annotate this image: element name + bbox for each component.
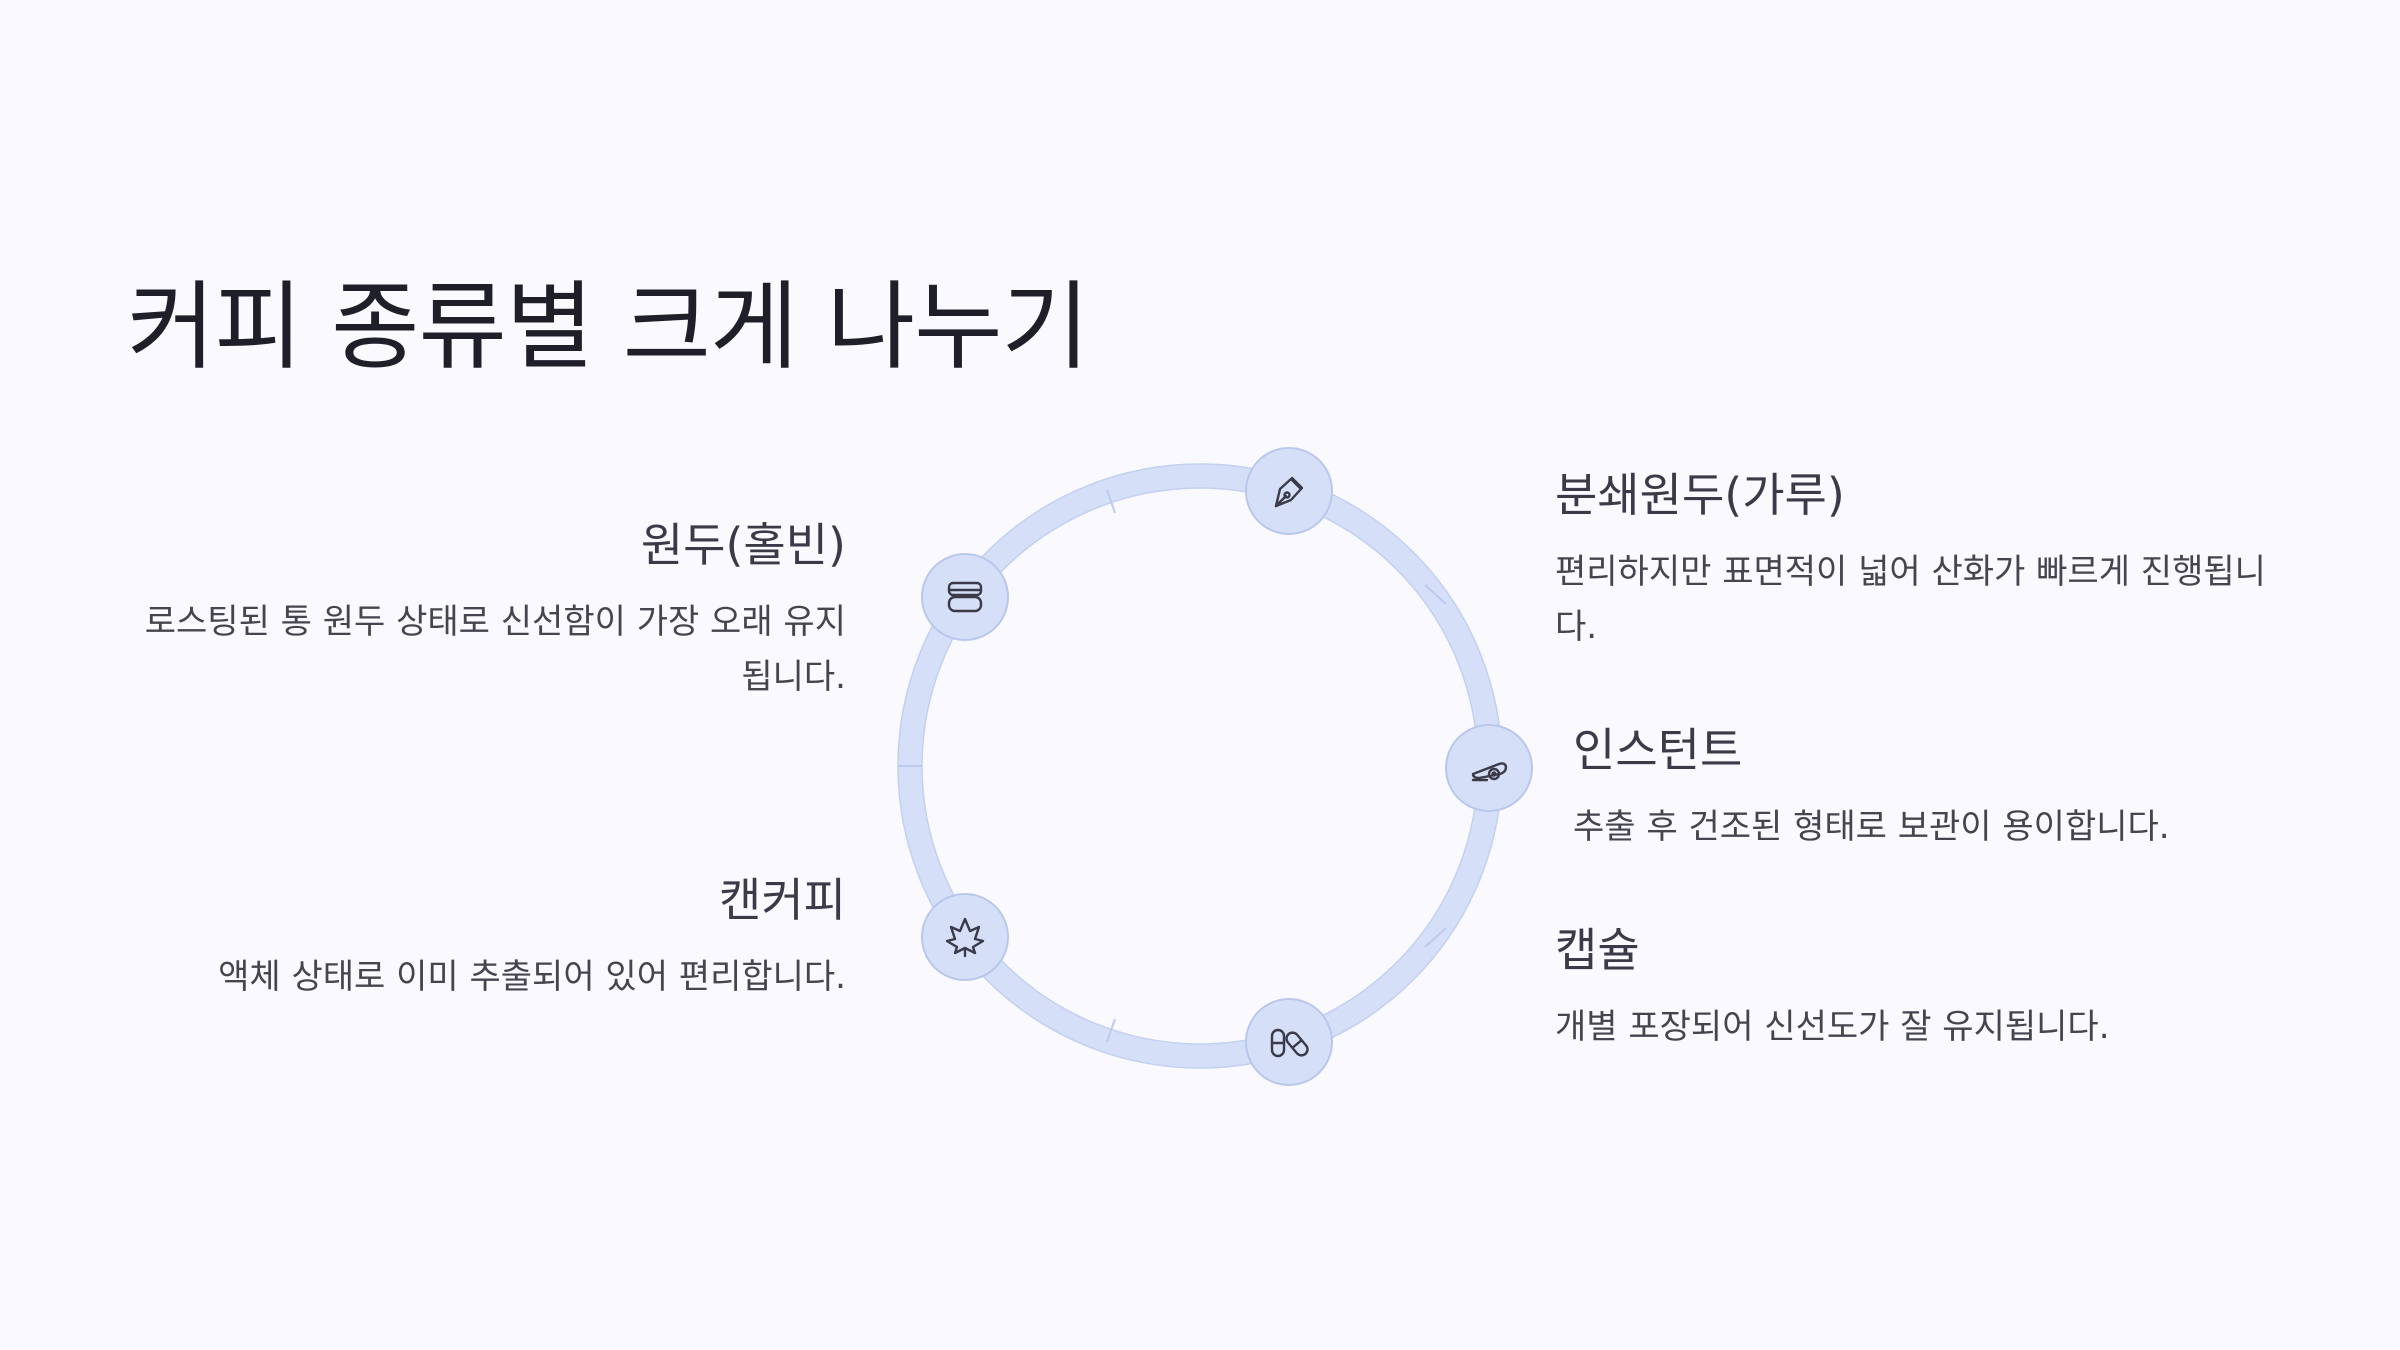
item-whole-bean-heading: 원두(홀빈) [640,518,846,572]
node-instant [1445,724,1533,812]
node-whole-bean [921,553,1009,641]
item-capsule: 캡슐 개별 포장되어 신선도가 잘 유지됩니다. [1555,923,2315,1055]
node-ground [1245,447,1333,535]
item-instant-heading: 인스턴트 [1573,723,1743,777]
item-whole-bean-body: 로스팅된 통 원두 상태로 신선함이 가장 오래 유지됩니다. [144,602,846,698]
bean-tin-icon [947,581,983,613]
item-ground-body: 편리하지만 표면적이 넓어 산화가 빠르게 진행됩니다. [1555,552,2266,648]
cannon-icon [1471,762,1508,782]
item-instant: 인스턴트 추출 후 건조된 형태로 보관이 용이합니다. [1573,723,2313,855]
ring-separators [898,489,1447,1043]
cycle-ring [898,464,1502,1068]
pen-nib-icon [1274,476,1304,508]
item-whole-bean: 원두(홀빈) 로스팅된 통 원두 상태로 신선함이 가장 오래 유지됩니다. [130,518,846,705]
page-title: 커피 종류별 크게 나누기 [127,271,1090,383]
cycle-ring-outline-inner [921,487,1479,1045]
item-canned-heading: 캔커피 [719,873,846,927]
item-ground: 분쇄원두(가루) 편리하지만 표면적이 넓어 산화가 빠르게 진행됩니다. [1555,468,2285,655]
node-canned [921,893,1009,981]
node-capsule [1245,998,1333,1086]
item-canned: 캔커피 액체 상태로 이미 추출되어 있어 편리합니다. [130,873,846,1005]
item-canned-body: 액체 상태로 이미 추출되어 있어 편리합니다. [218,957,846,998]
item-capsule-body: 개별 포장되어 신선도가 잘 유지됩니다. [1555,1007,2110,1048]
item-instant-body: 추출 후 건조된 형태로 보관이 용이합니다. [1573,807,2170,848]
leaf-icon [945,917,985,958]
capsules-icon [1270,1028,1309,1058]
item-ground-heading: 분쇄원두(가루) [1555,468,1845,522]
item-capsule-heading: 캡슐 [1555,923,1640,977]
